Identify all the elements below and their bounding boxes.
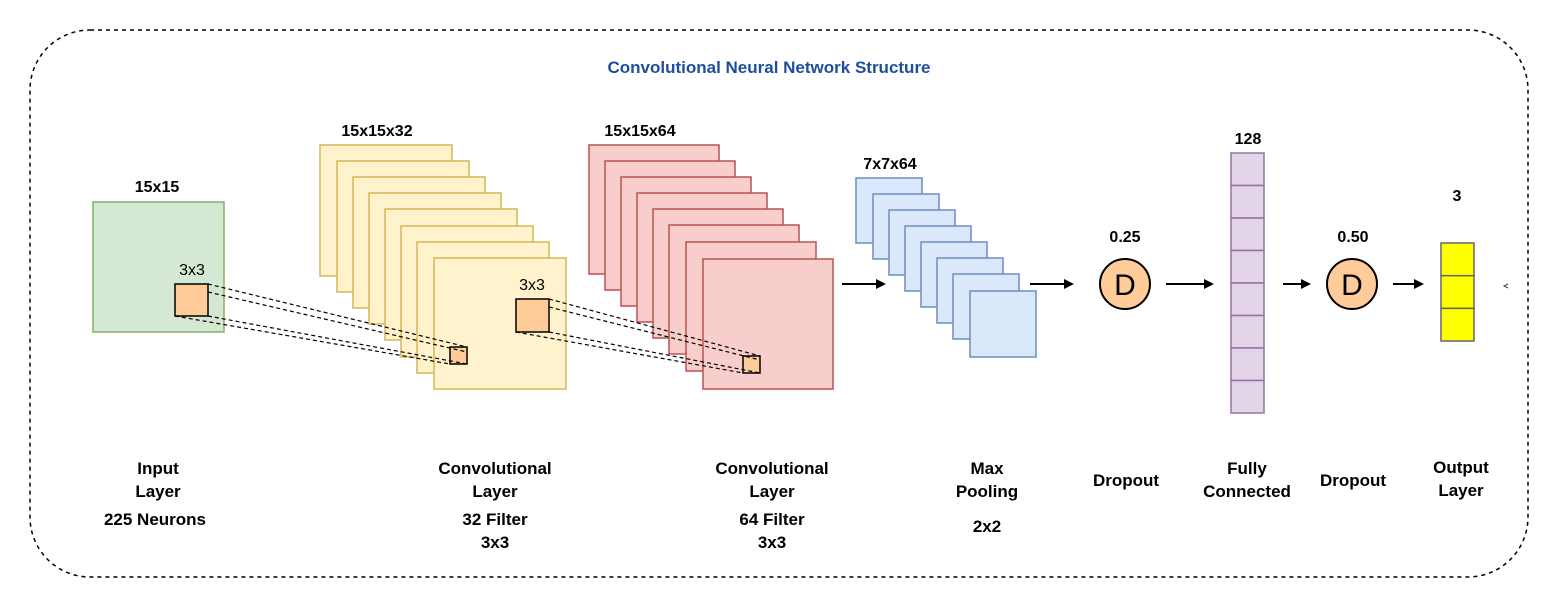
conv1-dims-label: 15x15x32: [341, 123, 412, 140]
dense-caption-line1: Fully: [1227, 459, 1267, 478]
pool-feature-maps: [855, 177, 1037, 358]
dropout1-node: [1099, 258, 1151, 310]
input-caption-line1: Input: [137, 459, 179, 478]
pool-dims-label: 7x7x64: [863, 156, 916, 173]
diagram-frame: [29, 29, 1529, 578]
input-caption-line2: Layer: [135, 482, 181, 501]
output-caption-line1: Output: [1433, 458, 1489, 477]
conv1-caption-detail1: 32 Filter: [462, 510, 528, 529]
input-projection-lines: [174, 283, 468, 365]
conv1-feature-maps: [319, 144, 567, 390]
dropout1-layer: 0.25 D: [1099, 229, 1151, 310]
conv2-caption-line1: Convolutional: [715, 459, 828, 478]
dropout1-rate-label: 0.25: [1109, 229, 1140, 246]
output-unit: [1440, 274, 1475, 310]
dropout2-node: [1326, 258, 1378, 310]
dense-caption-line2: Connected: [1203, 482, 1291, 501]
dense-unit: [1230, 347, 1265, 382]
input-layer: 15x15 3x3: [92, 179, 225, 333]
output-layer: 3: [1440, 188, 1475, 342]
output-unit: [1440, 242, 1475, 277]
output-units-label: 3: [1453, 188, 1462, 205]
output-units: [1440, 242, 1475, 342]
pool-caption-detail: 2x2: [973, 517, 1001, 536]
conv2-caption-detail1: 64 Filter: [739, 510, 805, 529]
dropout1-caption: Dropout: [1093, 471, 1159, 490]
conv2-target-cell: [742, 355, 761, 374]
dropout2-layer: 0.50 D: [1326, 229, 1378, 310]
conv2-layer: 15x15x64: [588, 123, 834, 390]
conv2-dims-label: 15x15x64: [604, 123, 675, 140]
conv1-kernel: [515, 298, 550, 333]
dense-unit: [1230, 152, 1265, 187]
conv2-feature-maps: [588, 144, 834, 390]
dense-unit: [1230, 282, 1265, 317]
dropout2-rate-label: 0.50: [1337, 229, 1368, 246]
pool-feature-map: [969, 290, 1037, 358]
input-kernel-label: 3x3: [179, 262, 205, 279]
layer-captions: Input Layer 225 Neurons Convolutional La…: [104, 458, 1489, 552]
conv1-caption-line1: Convolutional: [438, 459, 551, 478]
dense-unit: [1230, 184, 1265, 219]
dense-unit: [1230, 249, 1265, 284]
conv1-kernel-label: 3x3: [519, 277, 545, 294]
dropout2-caption: Dropout: [1320, 471, 1386, 490]
conv2-caption-line2: Layer: [749, 482, 795, 501]
input-dims-label: 15x15: [135, 179, 180, 196]
diagram-title: Convolutional Neural Network Structure: [607, 58, 930, 77]
input-caption-detail: 225 Neurons: [104, 510, 206, 529]
pool-caption-line1: Max: [970, 459, 1004, 478]
output-caption-line2: Layer: [1438, 481, 1484, 500]
conv2-caption-detail2: 3x3: [758, 533, 786, 552]
conv1-caption-line2: Layer: [472, 482, 518, 501]
dense-unit: [1230, 217, 1265, 252]
stray-arrow-mark: [1502, 283, 1509, 289]
output-unit: [1440, 307, 1475, 342]
pool-caption-line2: Pooling: [956, 482, 1018, 501]
dense-units: [1230, 152, 1265, 414]
dense-layer: 128: [1230, 131, 1265, 414]
pool-layer: 7x7x64: [855, 156, 1037, 358]
dense-unit: [1230, 379, 1265, 414]
dropout2-symbol: D: [1341, 269, 1363, 302]
conv1-projection-lines: [515, 298, 761, 374]
input-kernel: [174, 283, 209, 317]
conv1-caption-detail2: 3x3: [481, 533, 509, 552]
conv2-feature-map: [702, 258, 834, 390]
conv1-layer: 15x15x32 3x3: [319, 123, 567, 390]
dense-units-label: 128: [1235, 131, 1262, 148]
dense-unit: [1230, 314, 1265, 349]
dropout1-symbol: D: [1114, 269, 1136, 302]
